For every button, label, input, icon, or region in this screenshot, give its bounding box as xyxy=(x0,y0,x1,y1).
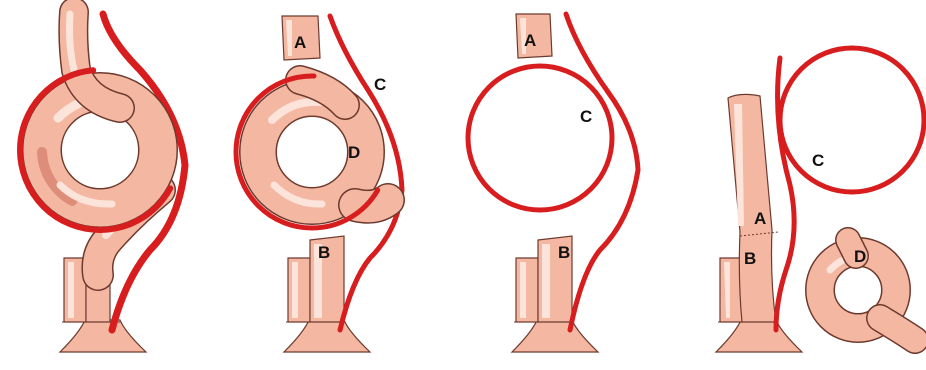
panel-2-resection xyxy=(236,16,402,352)
panel-4-label-b: B xyxy=(744,249,756,268)
panel-3-label-b: B xyxy=(558,243,570,262)
panel-4-label-c: C xyxy=(812,151,824,170)
panel-4-label-d: D xyxy=(854,247,866,266)
panel-3-label-c: C xyxy=(580,107,592,126)
panel-4-anastomosis xyxy=(716,48,924,352)
panel-3-after-resection xyxy=(468,14,638,352)
panel-2-label-a: A xyxy=(294,33,306,52)
panel-3-artery-arc xyxy=(468,66,612,210)
panel-2-label-d: D xyxy=(348,143,360,162)
panel-2-label-b: B xyxy=(318,243,330,262)
panel-4-artery-arc xyxy=(780,48,924,192)
panel-2-bowel-loop-d xyxy=(258,80,388,207)
panel-2-label-c: C xyxy=(374,75,386,94)
panel-3-label-a: A xyxy=(524,31,536,50)
panel-4-bowel-loop-d xyxy=(820,240,915,340)
panel-4-label-a: A xyxy=(754,209,766,228)
panel-1-volvulus xyxy=(20,12,185,352)
panel-1-upper-limb xyxy=(70,12,121,108)
